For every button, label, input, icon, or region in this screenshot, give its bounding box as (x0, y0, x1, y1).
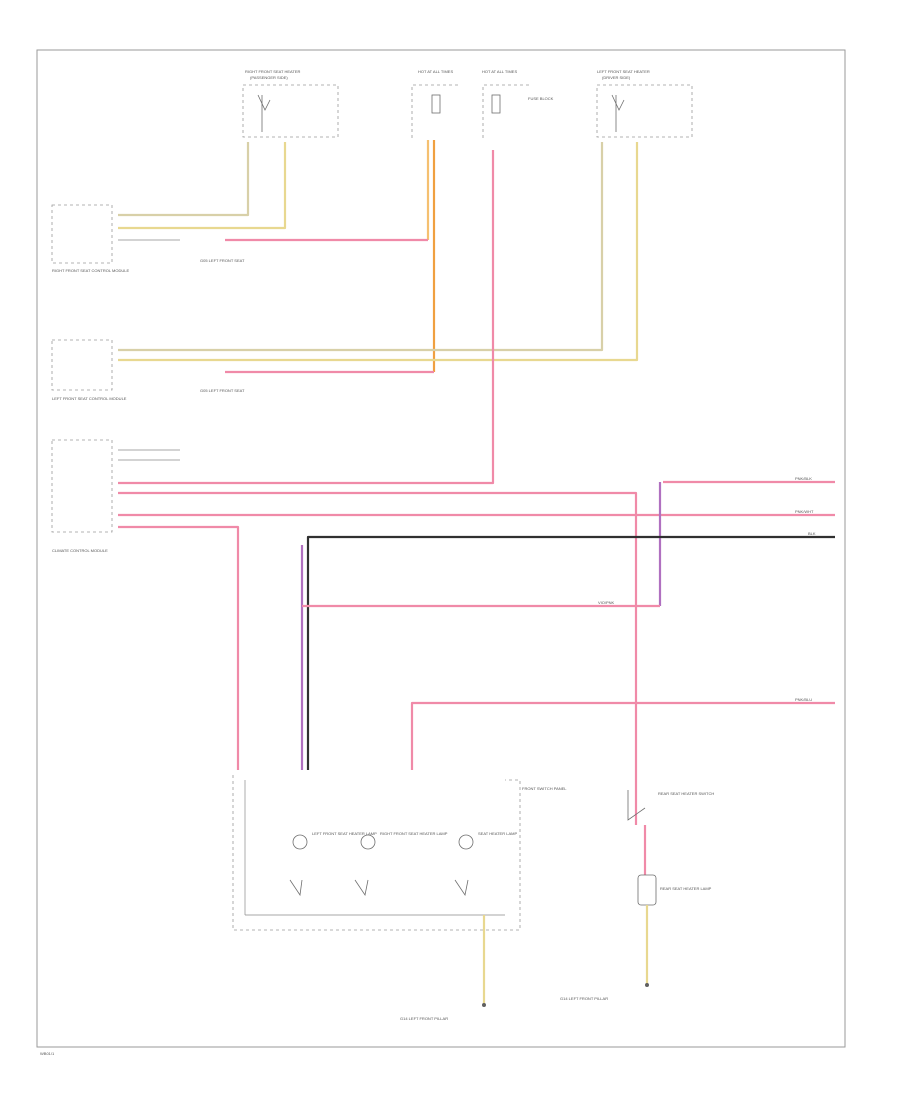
wire-rf-heater-2 (118, 142, 287, 230)
wire-lf-heater-1 (118, 142, 604, 352)
fuse-block-label: FUSE BLOCK (528, 96, 554, 101)
wire-black (306, 535, 835, 770)
climate-control-module-label: CLIMATE CONTROL MODULE (52, 548, 108, 553)
rf-seat-control-module-label: RIGHT FRONT SEAT CONTROL MODULE (52, 268, 129, 273)
fuse-2: HOT AT ALL TIMES FUSE BLOCK (482, 69, 554, 138)
front-switch-panel-label: FRONT SWITCH PANEL (522, 786, 567, 791)
rear-seat-heater-switch: REAR SEAT HEATER SWITCH (627, 790, 714, 821)
ground-label-bottom-left: G14 LEFT FRONT PILLAR (400, 1016, 448, 1021)
hot-at-all-times-2: HOT AT ALL TIMES (482, 69, 517, 74)
lf-seat-heater: LEFT FRONT SEAT HEATER (DRIVER SIDE) (596, 69, 693, 138)
rf-seat-heater-title: RIGHT FRONT SEAT HEATER (245, 69, 301, 74)
rear-seat-heater-lamp: REAR SEAT HEATER LAMP (637, 874, 712, 906)
wire-label-vio: VIO/PNK (598, 600, 615, 605)
ground-label-bottom-right: G14 LEFT FRONT PILLAR (560, 996, 608, 1001)
lf-seat-control-module-label: LEFT FRONT SEAT CONTROL MODULE (52, 396, 127, 401)
ground-dot-left (482, 1003, 486, 1007)
lf-seat-control-module: LEFT FRONT SEAT CONTROL MODULE (51, 339, 127, 401)
ground-label-rf: G05 LEFT FRONT SEAT (200, 258, 245, 263)
rear-heater-lamp-label: REAR SEAT HEATER LAMP (660, 886, 712, 891)
hot-at-all-times-1: HOT AT ALL TIMES (418, 69, 453, 74)
rf-seat-control-module: RIGHT FRONT SEAT CONTROL MODULE (51, 204, 129, 273)
wire-lf-heater-2 (118, 142, 639, 362)
switch-label-3: SEAT HEATER LAMP (478, 831, 517, 836)
lf-seat-heater-title: LEFT FRONT SEAT HEATER (597, 69, 650, 74)
switch-label-2: RIGHT FRONT SEAT HEATER LAMP (380, 831, 448, 836)
wire-label-pnk-c: PNK/BLU (795, 697, 812, 702)
wire-label-pnk-b: PNK/WHT (795, 509, 814, 514)
page-label: WB01/1 (40, 1051, 55, 1056)
wire-rf-heater-1 (118, 142, 250, 217)
wire-ccm-pink-3 (118, 525, 240, 770)
diagram-frame (36, 49, 846, 1048)
wire-label-pnk-a: PNK/BLK (795, 476, 812, 481)
ground-label-lf: G05 LEFT FRONT SEAT (200, 388, 245, 393)
rf-seat-heater-sub: (PASSENGER SIDE) (250, 75, 288, 80)
fuse-1: HOT AT ALL TIMES (411, 69, 460, 138)
ground-dot-right (645, 983, 649, 987)
climate-control-module: CLIMATE CONTROL MODULE (51, 439, 113, 553)
front-switch-panel: FRONT SWITCH PANEL LEFT FRONT SEAT HEATE… (232, 775, 567, 931)
wire-ccm-pink-1 (118, 491, 638, 825)
wire-pink-lower (410, 701, 835, 770)
switch-label-1: LEFT FRONT SEAT HEATER LAMP (312, 831, 377, 836)
rf-seat-heater: RIGHT FRONT SEAT HEATER (PASSENGER SIDE) (242, 69, 339, 138)
lf-seat-heater-sub: (DRIVER SIDE) (602, 75, 631, 80)
wire-label-blk: BLK (808, 531, 816, 536)
wire-fuse2-pink (118, 150, 495, 485)
rear-heater-switch-label: REAR SEAT HEATER SWITCH (658, 791, 714, 796)
